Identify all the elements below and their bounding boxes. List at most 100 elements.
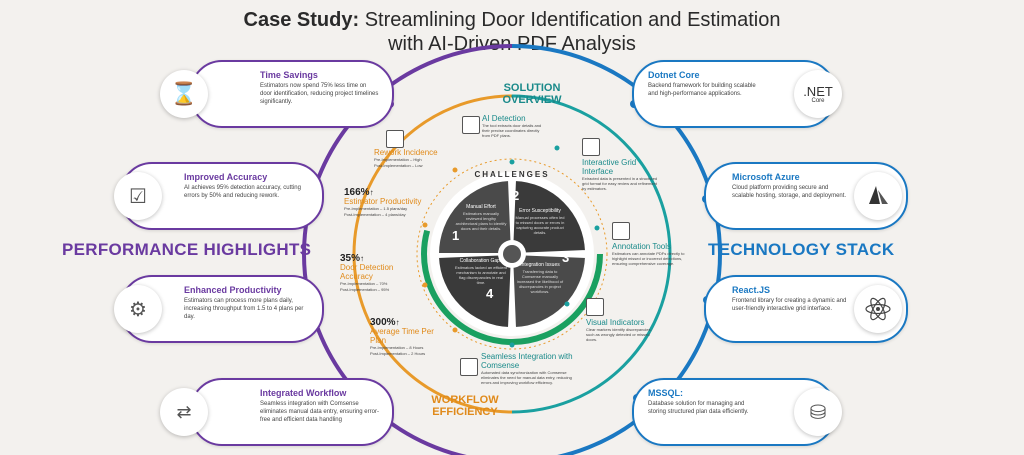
title-line1: Streamlining Door Identification and Est… <box>364 9 781 31</box>
outer-ring-blue <box>511 44 722 455</box>
workflow-title: Estimator Productivity <box>344 197 422 206</box>
challenge-text-3: Transferring data to Comsense manually i… <box>516 269 564 294</box>
workflow-text: Pre-Implementation – High Post-Implement… <box>374 157 423 168</box>
checkmark-screen-icon: ☑ <box>114 172 162 220</box>
title-bold: Case Study: <box>243 9 360 31</box>
perf-card-time-savings: ⌛ Time Savings Estimators now spend 75% … <box>160 60 394 128</box>
workflow-heading: WORKFLOW EFFICIENCY <box>420 394 510 418</box>
perf-card-text: Seamless integration with Comsense elimi… <box>260 401 379 423</box>
perf-card-enhanced-productivity: ⚙ Enhanced Productivity Estimators can p… <box>114 275 324 343</box>
solution-title: Visual Indicators <box>586 318 645 327</box>
dotnet-label: .NET <box>803 83 833 99</box>
hourglass-icon: ⌛ <box>160 70 208 118</box>
workflow-num: 35% <box>340 253 361 264</box>
ai-detection-icon <box>462 116 480 134</box>
challenge-num-4: 4 <box>486 286 494 301</box>
perf-card-title: Improved Accuracy <box>184 172 268 182</box>
solution-arc <box>511 94 672 414</box>
challenge-title-2: Error Susceptibility <box>519 208 561 214</box>
perf-card-text: Estimators can process more plans daily,… <box>184 298 304 320</box>
workflow-item-productivity: 166%↑ Estimator Productivity Pre-Impleme… <box>344 188 424 218</box>
workflow-num: 300% <box>370 317 396 328</box>
outer-ring-purple <box>302 44 513 455</box>
azure-icon <box>854 172 902 220</box>
challenge-segment-3 <box>510 252 588 330</box>
integration-icon <box>460 358 478 376</box>
tech-card-react: React.JS Frontend library for creating a… <box>704 275 908 343</box>
perf-card-title: Time Savings <box>260 70 318 80</box>
solution-heading: SOLUTION OVERVIEW <box>490 82 574 106</box>
workflow-title: Rework Incidence <box>374 148 438 157</box>
perf-card-title: Enhanced Productivity <box>184 285 282 295</box>
challenges-heading: CHALLENGES <box>474 170 550 179</box>
solution-item-grid: Interactive Grid Interface Extracted dat… <box>582 158 658 191</box>
page-title: Case Study: Streamlining Door Identifica… <box>0 8 1024 56</box>
workflow-num: 166% <box>344 187 370 198</box>
workflow-arc <box>352 94 513 414</box>
workflow-title: Average Time Per Plan <box>370 327 434 345</box>
tech-card-title: MSSQL: <box>648 388 683 398</box>
solution-text: The tool extracts door details and their… <box>482 123 542 138</box>
visual-indicator-icon <box>586 298 604 316</box>
solution-text: Estimators can annotate PDFs directly to… <box>612 251 685 266</box>
workflow-item-rework: Rework Incidence Pre-Implementation – Hi… <box>374 148 444 169</box>
challenge-num-2: 2 <box>512 188 520 203</box>
solution-title: Interactive Grid Interface <box>582 158 637 176</box>
technology-heading: TECHNOLOGY STACK <box>708 240 895 259</box>
perf-card-integrated-workflow: ⇄ Integrated Workflow Seamless integrati… <box>160 378 394 446</box>
solution-heading-2: OVERVIEW <box>502 94 562 106</box>
workflow-title: Door Detection Accuracy <box>340 263 394 281</box>
workflow-item-time: 300%↑ Average Time Per Plan Pre-Implemen… <box>370 318 450 357</box>
solution-title: AI Detection <box>482 114 526 123</box>
solution-item-annotation: Annotation Tools Estimators can annotate… <box>612 242 692 266</box>
performance-heading: PERFORMANCE HIGHLIGHTS <box>62 240 312 259</box>
tech-card-title: Microsoft Azure <box>732 172 800 182</box>
challenge-segment-4 <box>436 252 514 330</box>
tech-card-dotnet: Dotnet Core Backend framework for buildi… <box>632 60 842 128</box>
solution-item-ai-detection: AI Detection The tool extracts door deta… <box>482 114 546 138</box>
tech-card-azure: Microsoft Azure Cloud platform providing… <box>704 162 908 230</box>
workflow-heading-2: EFFICIENCY <box>432 406 498 418</box>
title-line2: with AI-Driven PDF Analysis <box>388 33 636 55</box>
react-icon <box>854 285 902 333</box>
solution-title: Annotation Tools <box>612 242 672 251</box>
perf-card-text: AI achieves 95% detection accuracy, cutt… <box>184 185 301 199</box>
perf-card-text: Estimators now spend 75% less time on do… <box>260 83 379 105</box>
dotnet-icon: .NET Core <box>794 70 842 118</box>
tech-card-mssql: MSSQL: Database solution for managing an… <box>632 378 842 446</box>
solution-title: Seamless Integration with Comsense <box>481 352 573 370</box>
rework-icon <box>386 130 404 148</box>
challenge-num-3: 3 <box>562 250 570 265</box>
solution-item-visual: Visual Indicators Clear markers identify… <box>586 318 656 342</box>
tech-card-text: Cloud platform providing secure and scal… <box>732 185 847 199</box>
tech-card-title: React.JS <box>732 285 771 295</box>
workflow-text: Pre-Implementation – 1.5 plans/day Post-… <box>344 206 408 217</box>
grid-interface-icon <box>582 138 600 156</box>
tech-card-text: Frontend library for creating a dynamic … <box>732 298 847 312</box>
workflow-item-accuracy: 35%↑ Door Detection Accuracy Pre-Impleme… <box>340 254 420 293</box>
challenge-title-3: Integration Issues <box>520 262 560 268</box>
workflow-icon: ⇄ <box>160 388 208 436</box>
workflow-text: Pre-Implementation – 70% Post-Implementa… <box>340 281 390 292</box>
solution-text: Automated data synchronization with Coms… <box>481 370 572 385</box>
database-icon: ⛁ <box>794 388 842 436</box>
dotnet-sub: Core <box>811 97 825 104</box>
tech-card-text: Database solution for managing and stori… <box>648 401 749 415</box>
annotation-icon <box>612 222 630 240</box>
perf-card-improved-accuracy: ☑ Improved Accuracy AI achieves 95% dete… <box>114 162 324 230</box>
dashed-circle <box>416 158 608 350</box>
solution-text: Clear markers identify discrepancies, su… <box>586 327 652 342</box>
challenge-ring <box>421 163 603 345</box>
solution-heading-1: SOLUTION <box>503 82 561 94</box>
tech-card-text: Backend framework for building scalable … <box>648 83 756 97</box>
challenge-text-1: Estimators manually reviewed lengthy arc… <box>455 211 507 231</box>
workflow-heading-1: WORKFLOW <box>431 394 499 406</box>
challenge-text-4: Estimators lacked an efficient mechanism… <box>455 265 507 285</box>
challenge-segment-2 <box>510 178 588 256</box>
gear-growth-icon: ⚙ <box>114 285 162 333</box>
challenge-title-4: Collaboration Gaps <box>459 258 503 264</box>
solution-text: Extracted data is presented in a structu… <box>582 176 658 191</box>
tech-card-title: Dotnet Core <box>648 70 700 80</box>
challenge-text-2: Manual processes often led to missed doo… <box>515 215 565 235</box>
challenge-num-1: 1 <box>452 228 460 243</box>
